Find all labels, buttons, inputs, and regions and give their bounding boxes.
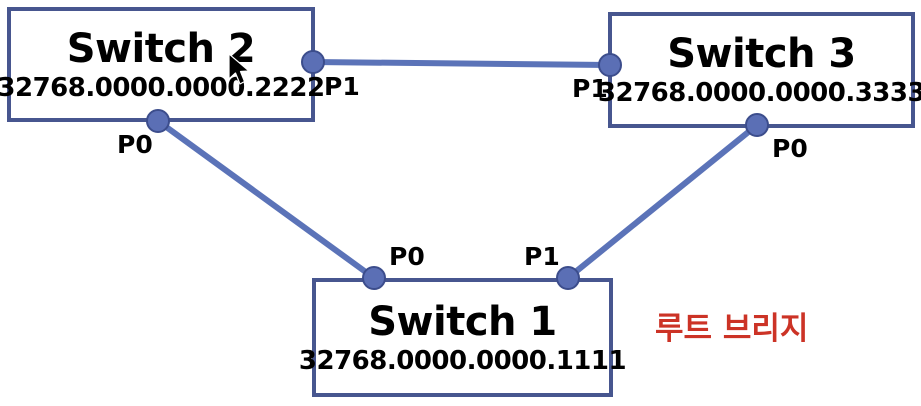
port-label-switch2-p1: P1 — [324, 72, 360, 101]
switch-box-switch1[interactable]: Switch 1 32768.0000.0000.1111 — [299, 278, 627, 397]
port-label-switch3-p0: P0 — [772, 134, 808, 163]
switch-bridge-id-switch2: 32768.0000.0000.2222 — [0, 72, 325, 103]
port-label-switch3-p1: P1 — [572, 74, 608, 103]
port-label-switch1-p1: P1 — [524, 242, 560, 271]
switch-title-switch2: Switch 2 — [66, 25, 256, 72]
link-switch3-switch1 — [565, 122, 760, 281]
port-node-switch3-p0[interactable] — [745, 113, 769, 137]
switch-bridge-id-switch1: 32768.0000.0000.1111 — [298, 345, 627, 376]
port-node-switch3-p1[interactable] — [598, 53, 622, 77]
port-node-switch2-p1[interactable] — [301, 50, 325, 74]
link-switch2-switch1 — [155, 118, 377, 281]
switch-bridge-id-switch3: 32768.0000.0000.3333 — [597, 78, 921, 108]
switch-box-switch2[interactable]: Switch 2 32768.0000.0000.2222 — [0, 7, 325, 122]
port-label-switch1-p0: P0 — [389, 242, 425, 271]
port-node-switch1-p0[interactable] — [362, 266, 386, 290]
link-switch2-switch3 — [310, 59, 613, 68]
switch-box-switch3[interactable]: Switch 3 32768.0000.0000.3333 — [598, 12, 921, 128]
port-label-switch2-p0: P0 — [117, 130, 153, 159]
root-bridge-annotation: 루트 브리지 — [655, 311, 809, 347]
switch-title-switch3: Switch 3 — [667, 31, 856, 77]
port-node-switch1-p1[interactable] — [556, 266, 580, 290]
port-node-switch2-p0[interactable] — [146, 109, 170, 133]
switch-title-switch1: Switch 1 — [368, 298, 557, 345]
